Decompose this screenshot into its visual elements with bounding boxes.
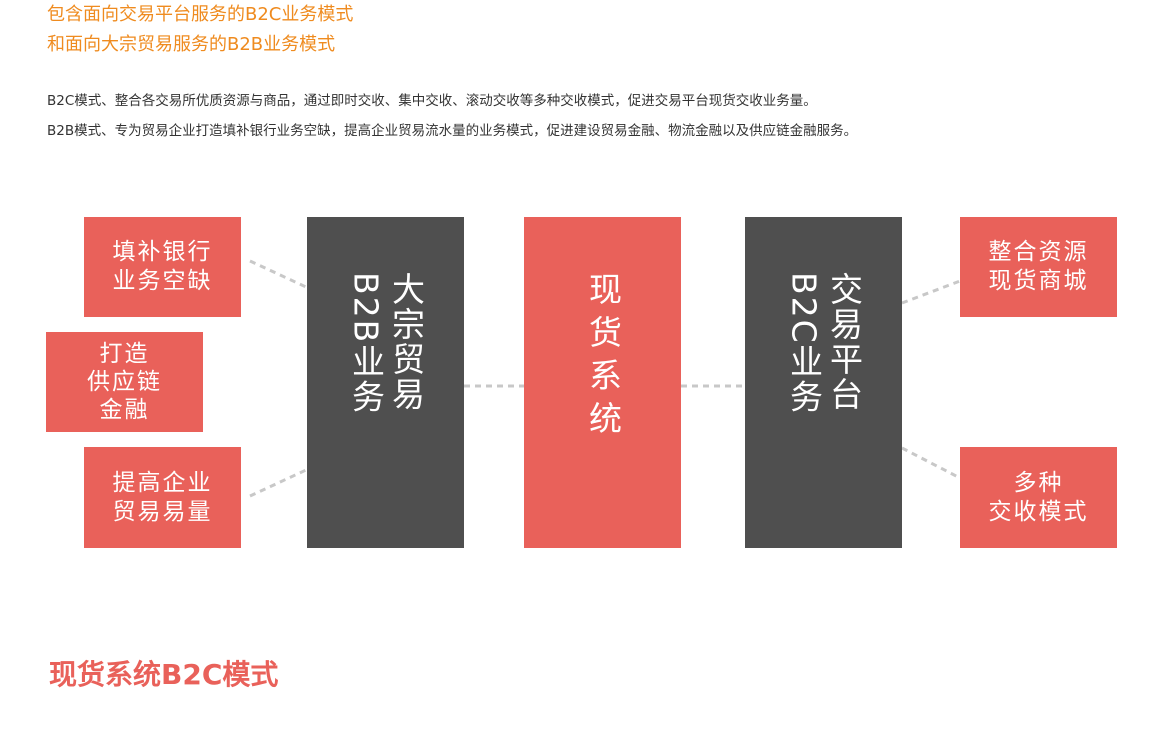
- headline-line-2: 和面向大宗贸易服务的B2B业务模式: [47, 34, 336, 55]
- box-b2b-text: 大宗贸易 B2B业务: [346, 272, 426, 414]
- box-delivery-modes-line-2: 交收模式: [988, 498, 1089, 525]
- box-delivery-modes: 多种 交收模式: [960, 447, 1117, 548]
- box-b2b-col-business: B2B业务: [346, 272, 386, 415]
- connector-efficiency-to-b2b: [249, 468, 307, 498]
- box-integrate-resources-line-1: 整合资源: [988, 239, 1089, 265]
- box-integrate-resources: 整合资源 现货商城: [960, 217, 1117, 317]
- box-spot-system: 现货系统: [524, 217, 681, 548]
- box-delivery-modes-line-1: 多种: [1013, 469, 1064, 496]
- box-fill-bank-gap-line-2: 业务空缺: [112, 268, 213, 294]
- description-b2c: B2C模式、整合各交易所优质资源与商品，通过即时交收、集中交收、滚动交收等多种交…: [47, 93, 817, 109]
- box-trade-volume-line-2: 贸易易量: [112, 498, 213, 525]
- section-title: 现货系统B2C模式: [49, 658, 279, 691]
- box-b2c-col-business: B2C业务: [784, 272, 824, 415]
- description-b2b: B2B模式、专为贸易企业打造填补银行业务空缺，提高企业贸易流水量的业务模式，促进…: [47, 123, 858, 139]
- box-b2b-col-bulk-trade: 大宗贸易: [386, 272, 426, 412]
- box-supply-chain-finance-line-3: 金融: [99, 397, 150, 423]
- box-fill-bank-gap-line-1: 填补银行: [112, 239, 213, 265]
- box-supply-chain-finance-line-2: 供应链: [87, 369, 162, 395]
- connector-bank-to-b2b: [249, 259, 307, 289]
- box-fill-bank-gap: 填补银行 业务空缺: [84, 217, 241, 317]
- box-supply-chain-finance-line-1: 打造: [99, 341, 150, 367]
- box-b2c-col-platform: 交易平台: [824, 272, 864, 412]
- box-spot-system-text: 现货系统: [583, 272, 623, 444]
- box-b2b-bulk-trade: 大宗贸易 B2B业务: [307, 217, 464, 548]
- box-integrate-resources-line-2: 现货商城: [988, 268, 1089, 294]
- box-b2c-text: 交易平台 B2C业务: [784, 272, 864, 415]
- connector-b2c-to-delivery: [901, 446, 961, 480]
- box-trade-volume-line-1: 提高企业: [112, 469, 213, 496]
- box-b2c-platform: 交易平台 B2C业务: [745, 217, 902, 548]
- box-supply-chain-finance: 打造 供应链 金融: [46, 332, 203, 432]
- connector-b2c-to-resources: [901, 279, 961, 305]
- headline-line-1: 包含面向交易平台服务的B2C业务模式: [47, 4, 354, 25]
- box-trade-volume: 提高企业 贸易易量: [84, 447, 241, 548]
